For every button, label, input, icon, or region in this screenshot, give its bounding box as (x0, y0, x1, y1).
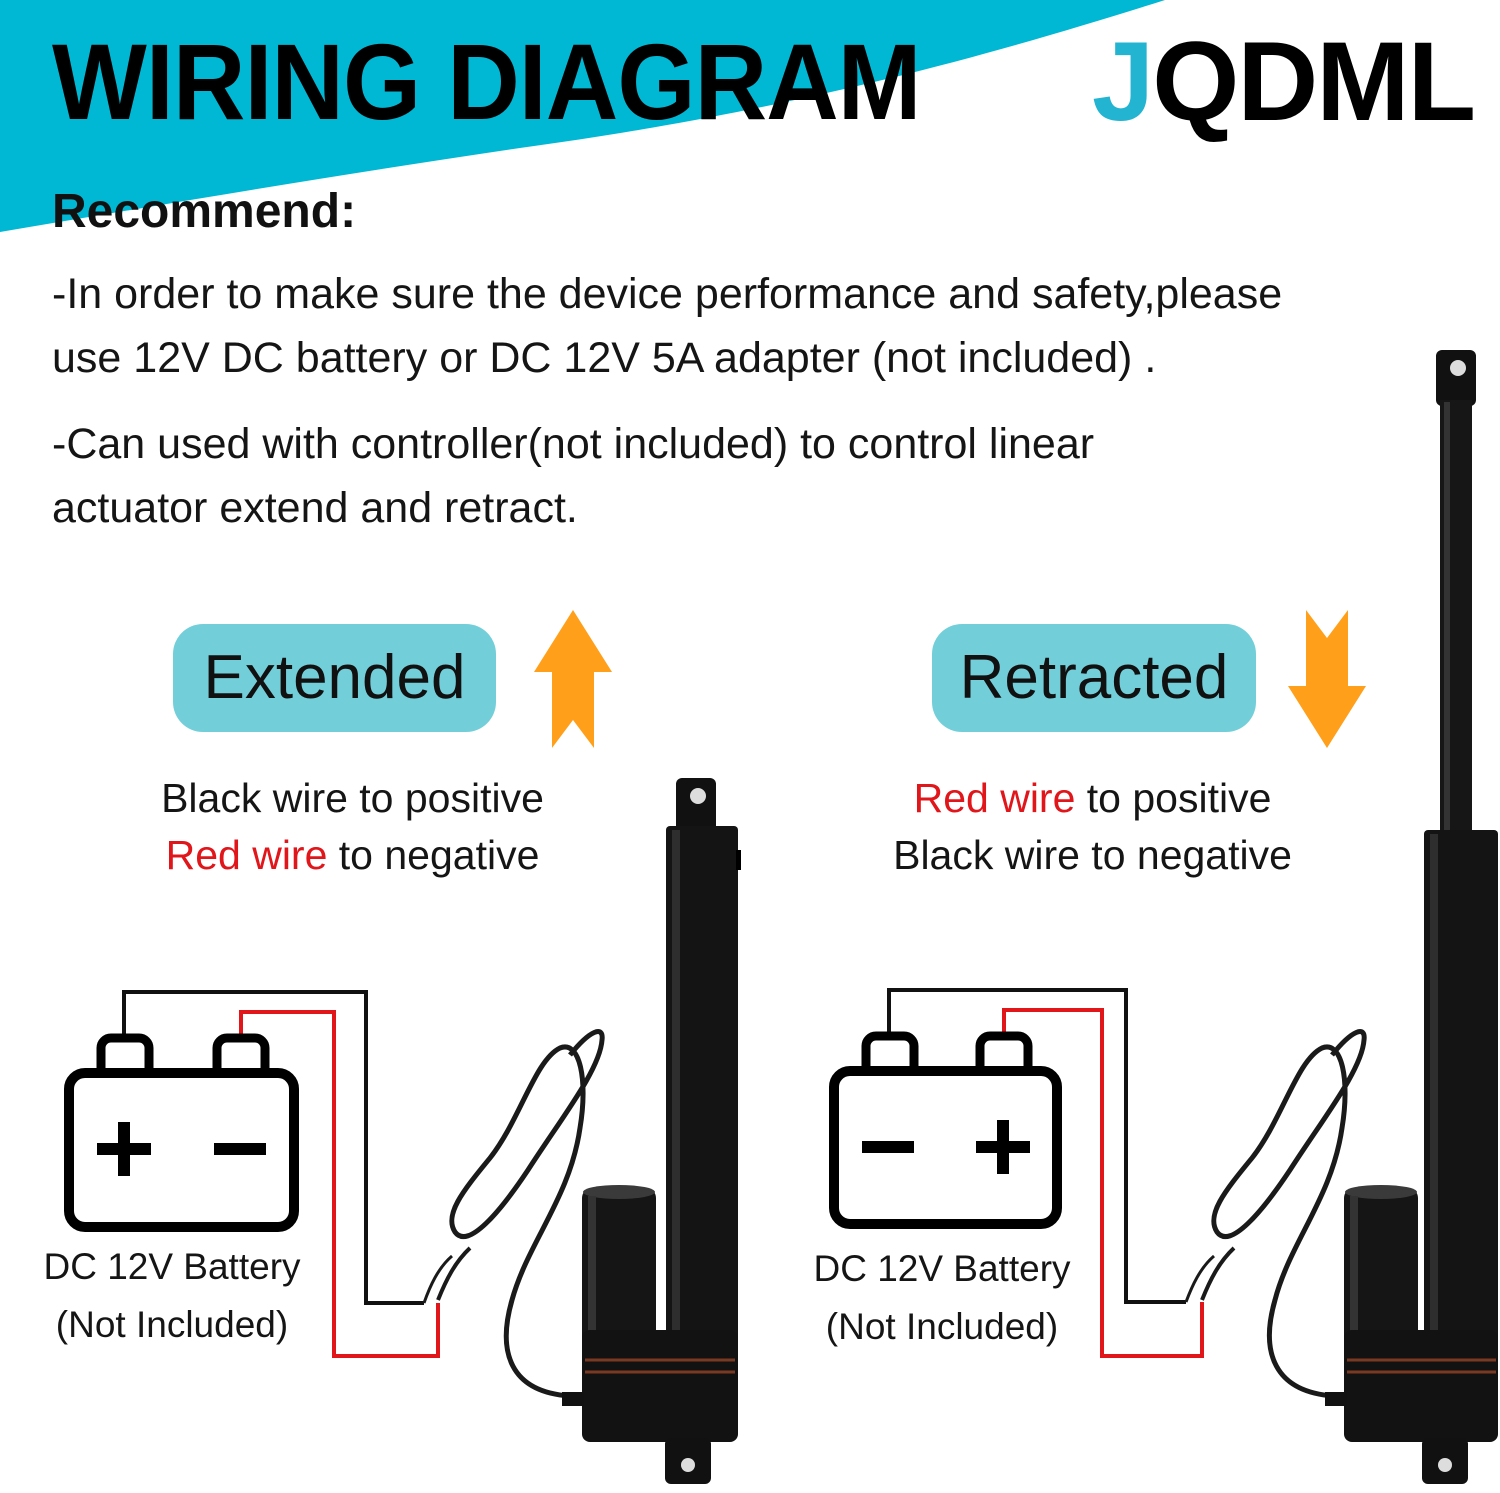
brand-accent: J (1091, 19, 1154, 144)
extended-line-2-rest: to negative (327, 832, 540, 878)
linear-actuator-icon-right (1184, 350, 1498, 1484)
paragraph-2-line-1: -Can used with controller(not included) … (52, 420, 1095, 468)
extended-label: Extended (173, 624, 496, 732)
brand-rest: QDML (1152, 19, 1476, 144)
battery-icon-left (64, 1033, 299, 1232)
battery-label-right: DC 12V Battery (Not Included) (782, 1240, 1102, 1356)
battery-label-right-line-2: (Not Included) (825, 1306, 1059, 1347)
battery-label-left-line-2: (Not Included) (55, 1304, 289, 1345)
paragraph-1-line-1: -In order to make sure the device perfor… (52, 270, 1283, 318)
retracted-line-1-rest: to positive (1075, 775, 1272, 821)
battery-label-right-line-1: DC 12V Battery (813, 1248, 1071, 1289)
arrow-up-icon (534, 610, 612, 748)
extended-line-2: Red wire to negative (80, 827, 625, 884)
battery-label-left: DC 12V Battery (Not Included) (12, 1238, 332, 1354)
extended-line-1: Black wire to positive (161, 775, 544, 821)
extended-instructions: Black wire to positive Red wire to negat… (80, 770, 625, 884)
recommend-heading: Recommend: (52, 185, 357, 238)
retracted-instructions: Red wire to positive Black wire to negat… (820, 770, 1365, 884)
recommend-paragraph-1: -In order to make sure the device perfor… (52, 262, 1282, 390)
paragraph-2-line-2: actuator extend and retract. (52, 484, 578, 532)
battery-label-left-line-1: DC 12V Battery (43, 1246, 301, 1287)
extended-red-wire-text: Red wire (165, 832, 328, 878)
retracted-line-2: Black wire to negative (893, 832, 1292, 878)
paragraph-1-line-2: use 12V DC battery or DC 12V 5A adapter … (52, 334, 1157, 382)
retracted-label: Retracted (932, 624, 1256, 732)
recommend-paragraph-2: -Can used with controller(not included) … (52, 412, 1094, 540)
header-banner (0, 0, 1165, 232)
page-title: WIRING DIAGRAM (52, 21, 921, 142)
brand-logo: JQDML (1092, 26, 1476, 138)
battery-icon-right (829, 1031, 1062, 1229)
arrow-down-icon (1288, 610, 1366, 748)
retracted-red-wire-text: Red wire (913, 775, 1076, 821)
retracted-line-1: Red wire to positive (820, 770, 1365, 827)
